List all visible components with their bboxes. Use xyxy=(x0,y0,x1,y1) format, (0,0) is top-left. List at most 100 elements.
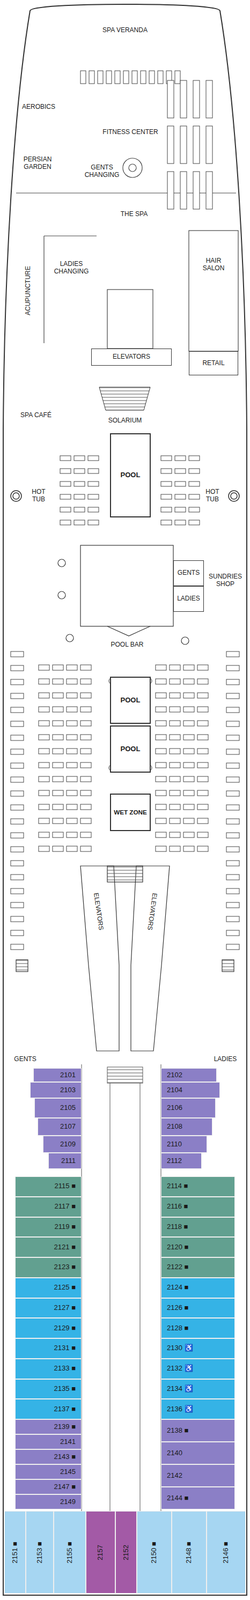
deck-chair xyxy=(38,790,50,797)
deck-chair xyxy=(169,721,181,727)
deck-chair xyxy=(188,494,200,500)
area-label: HAIR SALON xyxy=(196,257,231,273)
area-name: RETAIL xyxy=(202,359,225,368)
hull-outline xyxy=(3,4,247,1597)
deck-chair xyxy=(197,804,209,811)
deck-chair xyxy=(183,804,195,811)
cabin-box: 2128 ■ xyxy=(160,1318,235,1340)
cabin-number: 2135 ■ xyxy=(54,1385,76,1394)
cabin-number: 2149 xyxy=(60,1498,76,1507)
deck-chair xyxy=(226,916,240,923)
deck-chair xyxy=(180,80,187,119)
deck-chair xyxy=(52,790,64,797)
cabin-box: 2150 ■ xyxy=(136,1511,172,1595)
cabin-number: 2151 ■ xyxy=(11,1542,20,1564)
cabin-box: 2119 ■ xyxy=(15,1217,82,1239)
area-name: ELEVATORS xyxy=(112,353,151,362)
deck-chairs xyxy=(10,70,240,951)
cabin-box: 2123 ■ xyxy=(15,1258,82,1279)
deck-chair xyxy=(87,520,99,526)
cabin-box: 2134 ♿ xyxy=(160,1379,235,1401)
cabin-box: 2106 xyxy=(160,1098,216,1119)
cabin-number: 2137 ■ xyxy=(54,1406,76,1415)
deck-chair xyxy=(169,790,181,797)
cabin-box: 2153 ■ xyxy=(25,1511,54,1595)
deck-chair xyxy=(66,679,78,685)
deck-chair xyxy=(38,679,50,685)
area-label: LADIES xyxy=(209,1056,242,1064)
deck-chair xyxy=(87,468,99,474)
cabin-number: 2125 ■ xyxy=(54,1284,76,1293)
cabin-box: 2130 ♿ xyxy=(160,1339,235,1360)
deck-chair xyxy=(167,80,174,119)
deck-chair xyxy=(183,762,195,769)
deck-chair xyxy=(197,721,209,727)
deck-chair xyxy=(80,832,92,838)
deck-chair xyxy=(114,70,121,84)
deck-chair xyxy=(74,456,85,461)
cabin-box: 2146 ■ xyxy=(206,1511,246,1595)
area-name: GENTS xyxy=(177,569,200,578)
deck-chair xyxy=(167,126,174,164)
cabin-box: 2115 ■ xyxy=(15,1177,82,1198)
deck-chair xyxy=(174,70,181,84)
deck-chair xyxy=(10,651,24,658)
deck-chair xyxy=(10,777,24,783)
area-label: HOT TUB xyxy=(27,488,50,504)
cabin-number: 2155 ■ xyxy=(65,1542,75,1564)
deck-chair xyxy=(149,70,155,84)
deck-chair xyxy=(188,520,200,526)
deck-chair xyxy=(52,846,64,852)
deck-chair xyxy=(52,693,64,699)
cabin-box: 2141 xyxy=(15,1435,82,1451)
cabin-box: 2109 xyxy=(42,1136,82,1154)
deck-chair xyxy=(169,665,181,671)
deck-chair xyxy=(66,707,78,713)
deck-chair xyxy=(38,846,50,852)
area-label: SOLARIUM xyxy=(100,417,150,425)
deck-chair xyxy=(52,832,64,838)
pool-box: POOL xyxy=(109,677,151,725)
deck-chair xyxy=(97,70,104,84)
deck-chair xyxy=(66,818,78,825)
cabin-box: 2124 ■ xyxy=(160,1278,235,1299)
deck-chair xyxy=(80,790,92,797)
cabin-box: 2103 xyxy=(30,1082,82,1099)
deck-chair xyxy=(197,818,209,825)
deck-chair xyxy=(66,665,78,671)
deck-chair xyxy=(38,734,50,741)
cabin-box: 2111 xyxy=(48,1153,82,1170)
cabin-box: 2107 xyxy=(37,1118,82,1137)
deck-chair xyxy=(197,665,209,671)
cabin-box: 2127 ■ xyxy=(15,1298,82,1320)
deck-chair xyxy=(160,468,172,474)
deck-chair xyxy=(10,847,24,853)
deck-chair xyxy=(38,804,50,811)
deck-chair xyxy=(38,693,50,699)
cabin-number: 2127 ■ xyxy=(54,1304,76,1313)
cabin-box: 2135 ■ xyxy=(15,1379,82,1401)
cabin-number: 2128 ■ xyxy=(166,1325,189,1334)
cabin-number: 2141 xyxy=(60,1438,76,1447)
area-name: POOL xyxy=(120,745,141,754)
deck-chair xyxy=(52,776,64,783)
area-name: POOL xyxy=(120,471,141,480)
deck-chair xyxy=(226,805,240,811)
deck-chair xyxy=(38,721,50,727)
deck-chair xyxy=(160,494,172,500)
cabin-box: 2110 xyxy=(160,1136,208,1154)
cabin-box: 2108 xyxy=(160,1118,213,1137)
deck-chair xyxy=(169,693,181,699)
walls xyxy=(16,158,239,352)
deck-chair xyxy=(80,707,92,713)
deck-chair xyxy=(66,790,78,797)
deck-chair xyxy=(169,707,181,713)
cabin-number: 2138 ■ xyxy=(166,1427,189,1436)
cabin-number: 2132 ♿ xyxy=(166,1365,194,1374)
deck-chair xyxy=(66,721,78,727)
deck-chair xyxy=(52,762,64,769)
central-structure xyxy=(57,545,189,645)
area-label: FITNESS CENTER xyxy=(98,128,163,137)
deck-chair xyxy=(183,832,195,838)
deck-chair xyxy=(226,679,240,686)
